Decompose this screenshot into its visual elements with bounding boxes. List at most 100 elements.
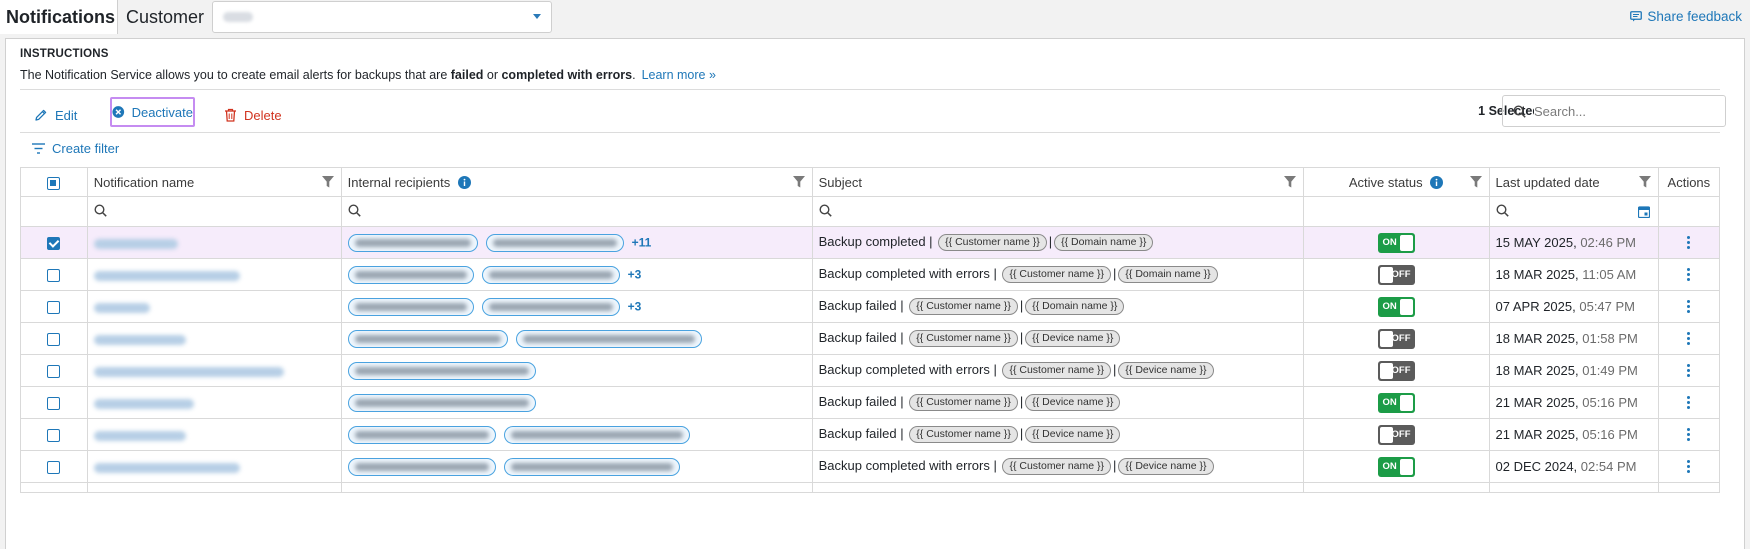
more-recipients-count[interactable]: +3: [627, 266, 642, 281]
kebab-icon[interactable]: [1686, 426, 1691, 443]
table-row[interactable]: +3 Backup failed | {{ Customer name }}|{…: [20, 290, 1721, 323]
x-circle-icon: [112, 106, 125, 118]
kebab-icon[interactable]: [1686, 330, 1691, 347]
active-status-toggle[interactable]: ON: [1377, 392, 1415, 413]
time-value: 01:58 PM: [1582, 331, 1638, 346]
funnel-icon[interactable]: [1638, 176, 1651, 188]
search-icon: [348, 203, 361, 217]
edit-button[interactable]: Edit: [34, 101, 77, 129]
row-checkbox[interactable]: [47, 301, 61, 315]
kebab-icon[interactable]: [1686, 458, 1691, 475]
row-checkbox[interactable]: [47, 365, 61, 379]
toggle-label: OFF: [1391, 428, 1411, 440]
actions-cell: [1657, 290, 1721, 323]
row-checkbox[interactable]: [47, 333, 61, 347]
notification-name-redacted[interactable]: [93, 462, 240, 473]
actions-cell: [1657, 386, 1721, 419]
actions-cell: [1657, 322, 1721, 355]
learn-more-link[interactable]: Learn more »: [641, 68, 716, 82]
delete-button[interactable]: Delete: [224, 101, 282, 129]
funnel-icon[interactable]: [792, 176, 805, 188]
search-icon: [819, 203, 832, 217]
row-checkbox[interactable]: [47, 397, 61, 411]
info-icon[interactable]: [457, 175, 471, 189]
active-status-toggle[interactable]: OFF: [1377, 360, 1415, 381]
column-last-updated-date[interactable]: Last updated date: [1488, 167, 1659, 197]
row-checkbox[interactable]: [47, 461, 61, 475]
table-row[interactable]: Backup failed | {{ Customer name }}|{{ D…: [20, 386, 1721, 419]
kebab-icon[interactable]: [1686, 266, 1691, 283]
deactivate-button[interactable]: Deactivate: [110, 97, 195, 127]
active-status-toggle[interactable]: OFF: [1377, 328, 1415, 349]
last-updated-cell: 21 MAR 2025, 05:16 PM: [1488, 386, 1659, 419]
active-status-toggle[interactable]: OFF: [1377, 264, 1415, 285]
kebab-icon[interactable]: [1686, 394, 1691, 411]
info-icon[interactable]: [1430, 175, 1444, 189]
notification-name-cell[interactable]: [86, 386, 342, 419]
notification-name-cell[interactable]: [86, 418, 342, 451]
notification-name-redacted[interactable]: [93, 302, 150, 313]
customer-name-token: {{ Customer name }}: [909, 394, 1018, 412]
recipients-search-cell[interactable]: [340, 196, 813, 227]
empty-cell: [1488, 482, 1659, 493]
select-all-checkbox[interactable]: [47, 176, 61, 190]
column-subject[interactable]: Subject: [811, 167, 1304, 197]
table-row[interactable]: Backup failed | {{ Customer name }}|{{ D…: [20, 418, 1721, 451]
table-row[interactable]: Backup completed with errors | {{ Custom…: [20, 450, 1721, 483]
notification-name-redacted[interactable]: [93, 398, 194, 409]
notification-name-cell[interactable]: [86, 322, 342, 355]
subject-search-cell[interactable]: [811, 196, 1304, 227]
active-status-toggle[interactable]: ON: [1377, 456, 1415, 477]
notification-name-redacted[interactable]: [93, 430, 186, 441]
notification-name-cell[interactable]: [86, 450, 342, 483]
table-row[interactable]: +3 Backup completed with errors | {{ Cus…: [20, 258, 1721, 291]
empty-cell: [20, 482, 88, 493]
active-status-toggle[interactable]: ON: [1377, 296, 1415, 317]
active-status-toggle[interactable]: OFF: [1377, 424, 1415, 445]
row-checkbox[interactable]: [47, 269, 61, 283]
calendar-icon[interactable]: [1637, 206, 1650, 218]
row-select-cell: [20, 450, 88, 483]
create-filter-button[interactable]: Create filter: [32, 141, 119, 156]
feedback-icon: [1630, 11, 1643, 22]
more-recipients-count[interactable]: +3: [627, 298, 642, 313]
column-label: Last updated date: [1495, 174, 1600, 190]
table-row[interactable]: Backup completed with errors | {{ Custom…: [20, 354, 1721, 387]
notification-name-redacted[interactable]: [93, 238, 178, 249]
deactivate-label: Deactivate: [131, 104, 193, 120]
column-notification-name[interactable]: Notification name: [86, 167, 342, 197]
column-active-status[interactable]: Active status: [1302, 167, 1490, 197]
table-row[interactable]: +11 Backup completed | {{ Customer name …: [20, 226, 1721, 259]
notification-name-cell[interactable]: [86, 258, 342, 291]
instructions-completed-with-errors: completed with errors: [501, 68, 633, 82]
search-input[interactable]: [1534, 103, 1704, 119]
more-recipients-count[interactable]: +11: [631, 234, 652, 249]
name-search-cell[interactable]: [86, 196, 342, 227]
row-checkbox[interactable]: [47, 429, 61, 443]
funnel-icon[interactable]: [321, 176, 334, 188]
notifications-table: Notification name Internal recipients Su…: [20, 167, 1721, 493]
notification-name-cell[interactable]: [86, 354, 342, 387]
active-status-toggle[interactable]: ON: [1377, 232, 1415, 253]
customer-value-redacted: [223, 12, 253, 22]
table-row[interactable]: Backup failed | {{ Customer name }}|{{ D…: [20, 322, 1721, 355]
date-search-cell[interactable]: [1488, 196, 1659, 227]
notification-name-redacted[interactable]: [93, 334, 186, 345]
notification-name-redacted[interactable]: [93, 366, 284, 377]
kebab-icon[interactable]: [1686, 298, 1691, 315]
customer-select[interactable]: [212, 1, 552, 33]
notification-name-cell[interactable]: [86, 226, 342, 259]
column-internal-recipients[interactable]: Internal recipients: [340, 167, 813, 197]
notification-name-cell[interactable]: [86, 290, 342, 323]
kebab-icon[interactable]: [1686, 234, 1691, 251]
date-value: 07 APR 2025,: [1495, 299, 1576, 314]
status-cell: OFF: [1302, 418, 1490, 451]
kebab-icon[interactable]: [1686, 362, 1691, 379]
funnel-icon[interactable]: [1469, 176, 1482, 188]
notification-name-redacted[interactable]: [93, 270, 240, 281]
funnel-icon[interactable]: [1283, 176, 1296, 188]
recipients-cell: [340, 322, 813, 355]
row-checkbox[interactable]: [47, 237, 61, 251]
search-box[interactable]: [1502, 95, 1726, 127]
share-feedback-link[interactable]: Share feedback: [1630, 9, 1742, 24]
